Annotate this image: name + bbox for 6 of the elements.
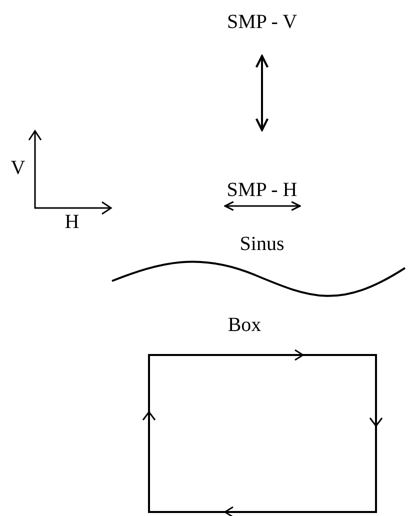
text-label: SMP - H [226, 180, 298, 200]
box-heading: Box [228, 315, 262, 335]
text-label: SMP - V [226, 12, 298, 32]
axis-label: V [10, 158, 26, 178]
text-label: Sinus [240, 234, 284, 254]
axis-label: H [64, 212, 80, 232]
